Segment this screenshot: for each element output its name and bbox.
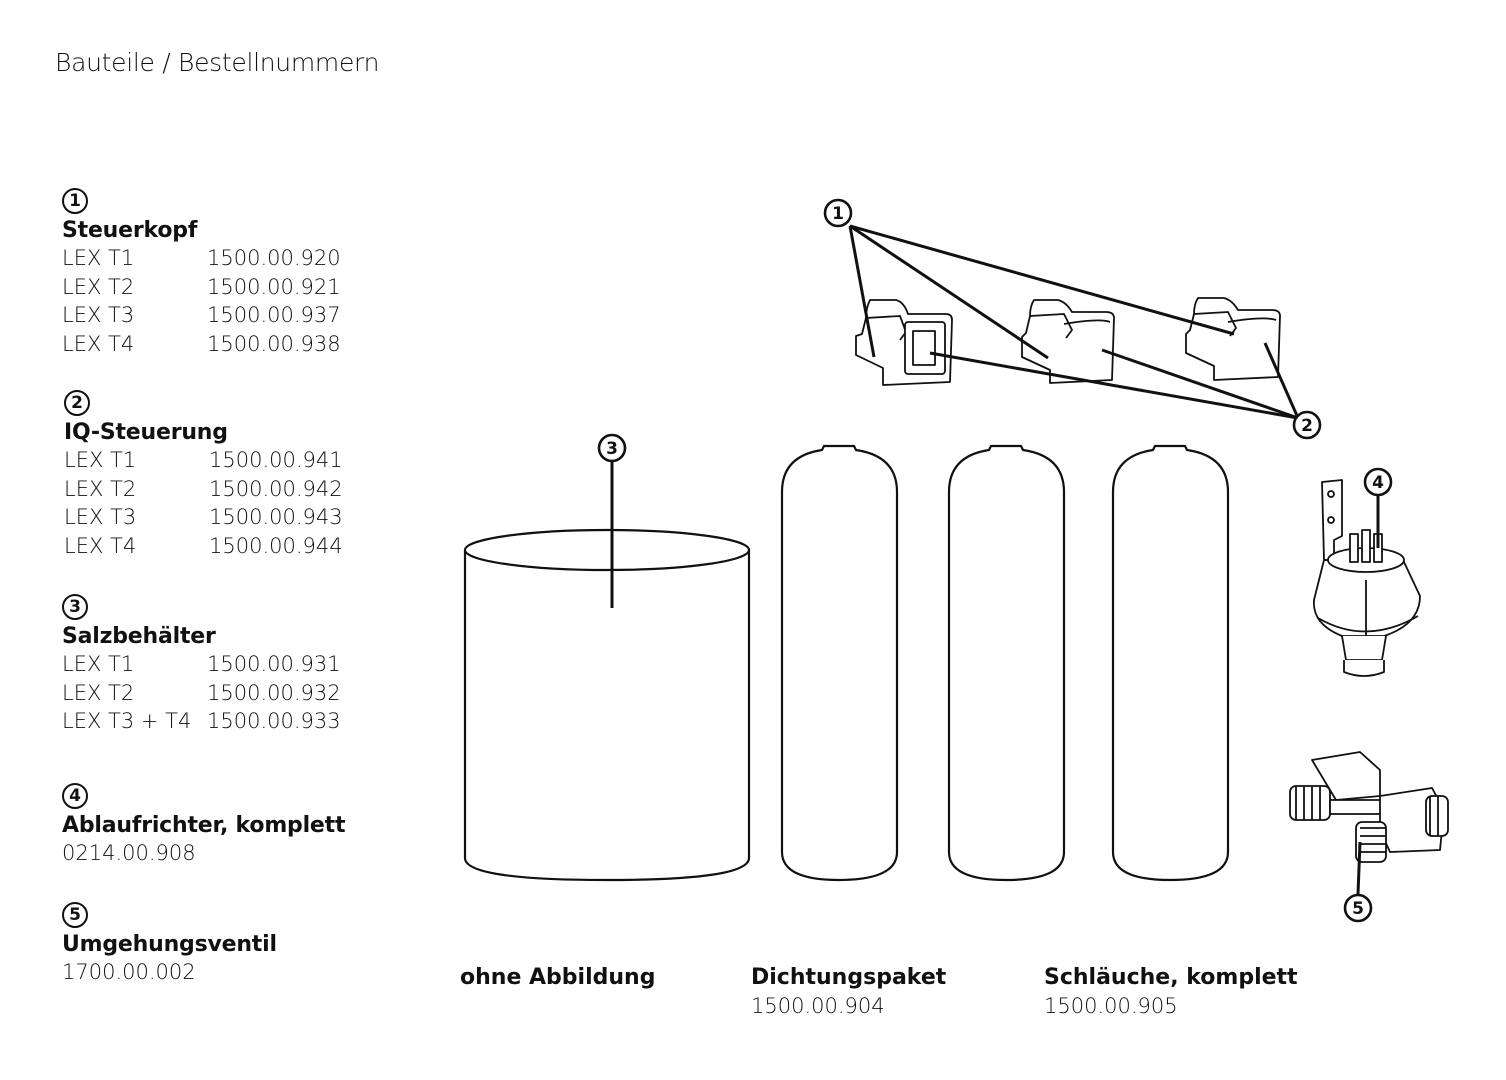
order-number: 1500.00.942 [209, 476, 343, 501]
callout-3-icon [597, 433, 627, 463]
callout-2-label: 2 [1301, 416, 1313, 436]
model-label: LEX T3 + T4 [62, 709, 192, 733]
model-label: LEX T2 [64, 476, 137, 501]
caption-title: Dichtungspaket [751, 965, 947, 990]
bypass-valve-illustration [1289, 751, 1449, 863]
pressure-tank-illustration [780, 444, 899, 882]
control-head-illustration [855, 299, 953, 386]
page-title: Bauteile / Bestellnummern [55, 48, 380, 77]
part-row: LEX T1 1500.00.920 [62, 244, 341, 273]
model-label: LEX T4 [62, 331, 135, 356]
callout-4-label: 4 [1372, 473, 1384, 493]
caption-title: ohne Abbildung [460, 965, 656, 990]
caption-dichtungspaket: Dichtungspaket 1500.00.904 [751, 965, 946, 1021]
part-row: LEX T3 1500.00.943 [64, 503, 343, 532]
pressure-tank-illustration [947, 444, 1066, 882]
part-row: LEX T1 1500.00.931 [62, 650, 341, 679]
order-number: 1500.00.938 [207, 331, 341, 356]
leader-lines [610, 224, 1380, 895]
section-title: Ablaufrichter, komplett [62, 813, 346, 838]
order-number: 1500.00.943 [209, 505, 343, 529]
control-head-illustration [1021, 299, 1115, 384]
caption-ohne-abbildung: ohne Abbildung [460, 965, 655, 991]
number-badge: 4 [62, 783, 88, 809]
number-badge: 3 [62, 594, 88, 620]
pressure-tank-illustration [1111, 444, 1230, 882]
callout-2-icon [1292, 410, 1322, 440]
part-row: LEX T3 1500.00.937 [62, 301, 341, 330]
order-number: 1500.00.920 [207, 246, 341, 270]
callout-1-icon [823, 198, 853, 228]
section-umgehungsventil: 5 Umgehungsventil 1700.00.002 [62, 902, 277, 986]
caption-code: 1500.00.904 [751, 994, 885, 1018]
section-title: Steuerkopf [62, 218, 198, 243]
callout-5-label: 5 [1352, 899, 1364, 919]
order-number: 1500.00.937 [207, 303, 341, 327]
part-row: LEX T1 1500.00.941 [64, 446, 343, 475]
part-row: LEX T3 + T4 1500.00.933 [62, 707, 341, 736]
caption-schlaeuche: Schläuche, komplett 1500.00.905 [1044, 965, 1298, 1021]
part-row: LEX T4 1500.00.938 [62, 330, 341, 359]
section-iq-steuerung: 2 IQ-Steuerung LEX T1 1500.00.941 LEX T2 1… [64, 390, 343, 560]
order-number: 1500.00.932 [207, 680, 341, 705]
section-steuerkopf: 1 Steuerkopf LEX T1 1500.00.920 LEX T2 150… [62, 188, 341, 358]
section-title: IQ-Steuerung [64, 420, 228, 445]
order-number: 0214.00.908 [62, 841, 196, 865]
order-number: 1500.00.931 [207, 652, 341, 676]
callout-4-icon [1363, 467, 1393, 497]
control-head-illustration [1185, 297, 1281, 381]
part-row: LEX T2 1500.00.942 [64, 475, 343, 504]
caption-title: Schläuche, komplett [1044, 965, 1298, 990]
model-label: LEX T2 [62, 274, 135, 299]
drain-funnel-illustration [1313, 479, 1421, 677]
callout-1-label: 1 [832, 204, 844, 224]
section-title: Salzbehälter [62, 624, 216, 649]
order-number: 1500.00.941 [209, 448, 343, 472]
number-badge: 1 [62, 188, 88, 214]
model-label: LEX T1 [62, 652, 135, 676]
part-row: LEX T4 1500.00.944 [64, 532, 343, 561]
section-title: Umgehungsventil [62, 932, 277, 957]
number-badge: 5 [62, 902, 88, 928]
order-number: 1500.00.933 [207, 709, 341, 733]
model-label: LEX T4 [64, 533, 137, 558]
caption-code: 1500.00.905 [1044, 994, 1178, 1018]
order-number: 1500.00.944 [209, 533, 343, 558]
model-label: LEX T1 [62, 246, 135, 270]
section-salzbehaelter: 3 Salzbehälter LEX T1 1500.00.931 LEX T2 1… [62, 594, 341, 736]
model-label: LEX T1 [64, 448, 137, 472]
model-label: LEX T3 [62, 303, 135, 327]
callout-5-icon [1343, 893, 1373, 923]
model-label: LEX T2 [62, 680, 135, 705]
callout-3-label: 3 [606, 439, 618, 459]
part-row: LEX T2 1500.00.921 [62, 273, 341, 302]
section-ablaufrichter: 4 Ablaufrichter, komplett 0214.00.908 [62, 783, 345, 867]
order-number: 1500.00.921 [207, 274, 341, 299]
order-number: 1700.00.002 [62, 960, 196, 984]
model-label: LEX T3 [64, 505, 137, 529]
salt-container-illustration [463, 528, 751, 882]
number-badge: 2 [64, 390, 90, 416]
part-row: LEX T2 1500.00.932 [62, 679, 341, 708]
